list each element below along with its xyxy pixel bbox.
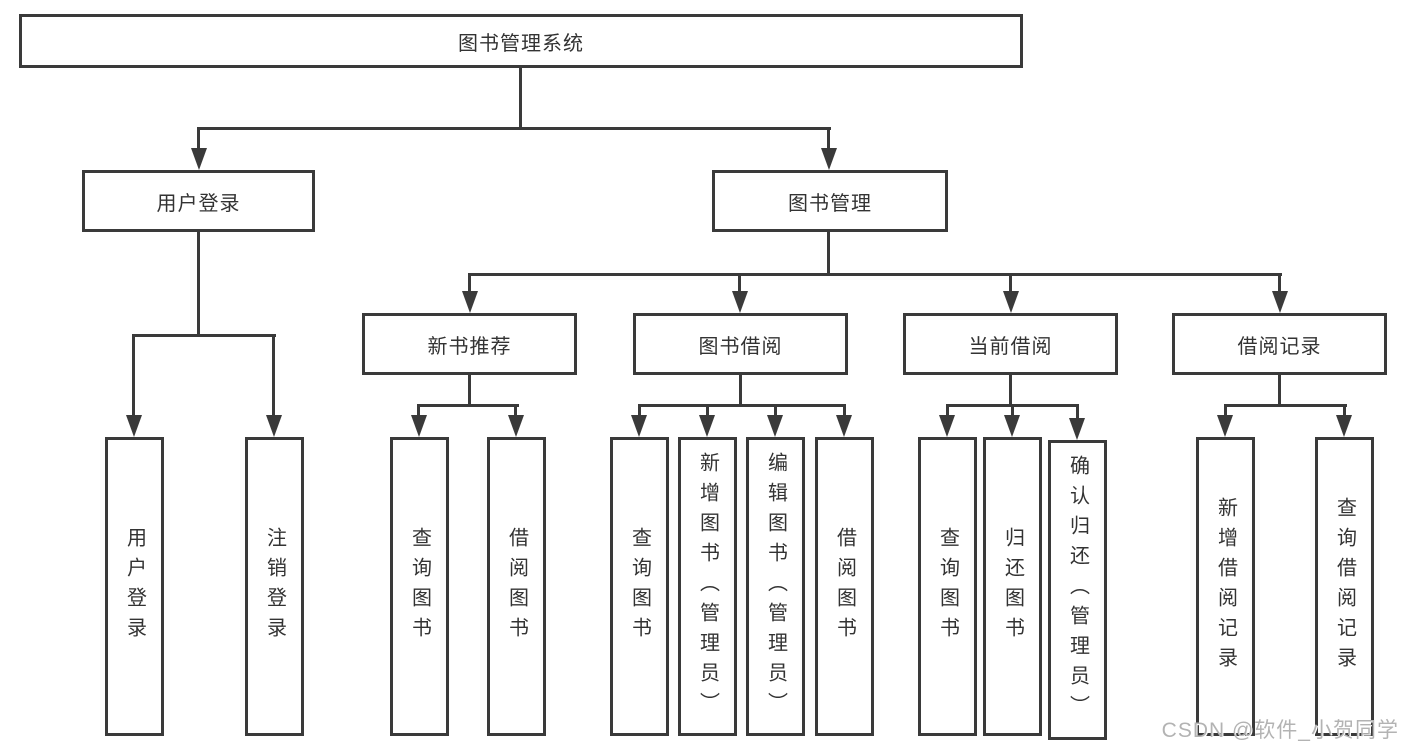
connector-line xyxy=(843,404,846,417)
connector-line xyxy=(1278,273,1281,293)
connector-line xyxy=(1076,404,1079,420)
arrow-down-icon xyxy=(699,415,715,437)
leaf-add-book-admin: 新增图书（管理员） xyxy=(678,437,737,736)
leaf-logout: 注销登录 xyxy=(245,437,304,736)
leaf-user-login: 用户登录 xyxy=(105,437,164,736)
leaf-query-borrow-record: 查询借阅记录 xyxy=(1315,437,1374,736)
node-book-borrow: 图书借阅 xyxy=(633,313,848,375)
arrow-down-icon xyxy=(1003,291,1019,313)
node-root: 图书管理系统 xyxy=(19,14,1023,68)
connector-line xyxy=(468,273,471,293)
connector-line xyxy=(132,334,276,337)
arrow-down-icon xyxy=(266,415,282,437)
arrow-down-icon xyxy=(462,291,478,313)
connector-line xyxy=(827,232,830,276)
connector-line xyxy=(946,404,949,417)
connector-line xyxy=(706,404,709,417)
leaf-confirm-return-admin: 确认归还（管理员） xyxy=(1048,440,1107,740)
connector-line xyxy=(197,232,200,337)
leaf-borrow-books-2: 借阅图书 xyxy=(815,437,874,736)
connector-line xyxy=(739,375,742,407)
connector-line xyxy=(827,127,830,148)
connector-line xyxy=(417,404,420,417)
arrow-down-icon xyxy=(1217,415,1233,437)
leaf-return-book: 归还图书 xyxy=(983,437,1042,736)
node-book-management: 图书管理 xyxy=(712,170,948,232)
arrow-down-icon xyxy=(1004,415,1020,437)
connector-line xyxy=(514,404,517,417)
arrow-down-icon xyxy=(939,415,955,437)
leaf-edit-book-admin: 编辑图书（管理员） xyxy=(746,437,805,736)
connector-line xyxy=(638,404,641,417)
connector-line xyxy=(1224,404,1347,407)
connector-line xyxy=(197,127,831,130)
arrow-down-icon xyxy=(411,415,427,437)
arrow-down-icon xyxy=(191,148,207,170)
connector-line xyxy=(1224,404,1227,417)
arrow-down-icon xyxy=(1336,415,1352,437)
arrow-down-icon xyxy=(631,415,647,437)
leaf-query-books-3: 查询图书 xyxy=(918,437,977,736)
connector-line xyxy=(638,404,846,407)
leaf-query-books-2: 查询图书 xyxy=(610,437,669,736)
node-current-borrow: 当前借阅 xyxy=(903,313,1118,375)
leaf-query-books-1: 查询图书 xyxy=(390,437,449,736)
arrow-down-icon xyxy=(767,415,783,437)
arrow-down-icon xyxy=(732,291,748,313)
connector-line xyxy=(1011,404,1014,417)
connector-line xyxy=(417,404,519,407)
arrow-down-icon xyxy=(821,148,837,170)
connector-line xyxy=(774,404,777,417)
connector-line xyxy=(468,375,471,407)
connector-line xyxy=(519,68,522,130)
connector-line xyxy=(738,273,741,293)
arrow-down-icon xyxy=(836,415,852,437)
connector-line xyxy=(132,334,135,415)
connector-line xyxy=(1278,375,1281,407)
connector-line xyxy=(1009,273,1012,293)
connector-line xyxy=(1343,404,1346,417)
arrow-down-icon xyxy=(1069,418,1085,440)
node-new-book-recommend: 新书推荐 xyxy=(362,313,577,375)
arrow-down-icon xyxy=(508,415,524,437)
connector-line xyxy=(272,334,275,415)
watermark: CSDN @软件_小贺同学 xyxy=(1161,719,1399,742)
node-borrow-records: 借阅记录 xyxy=(1172,313,1387,375)
connector-line xyxy=(1009,375,1012,407)
connector-line xyxy=(197,127,200,148)
connector-line xyxy=(468,273,1282,276)
node-user-login: 用户登录 xyxy=(82,170,315,232)
arrow-down-icon xyxy=(126,415,142,437)
leaf-borrow-books-1: 借阅图书 xyxy=(487,437,546,736)
leaf-add-borrow-record: 新增借阅记录 xyxy=(1196,437,1255,736)
arrow-down-icon xyxy=(1272,291,1288,313)
